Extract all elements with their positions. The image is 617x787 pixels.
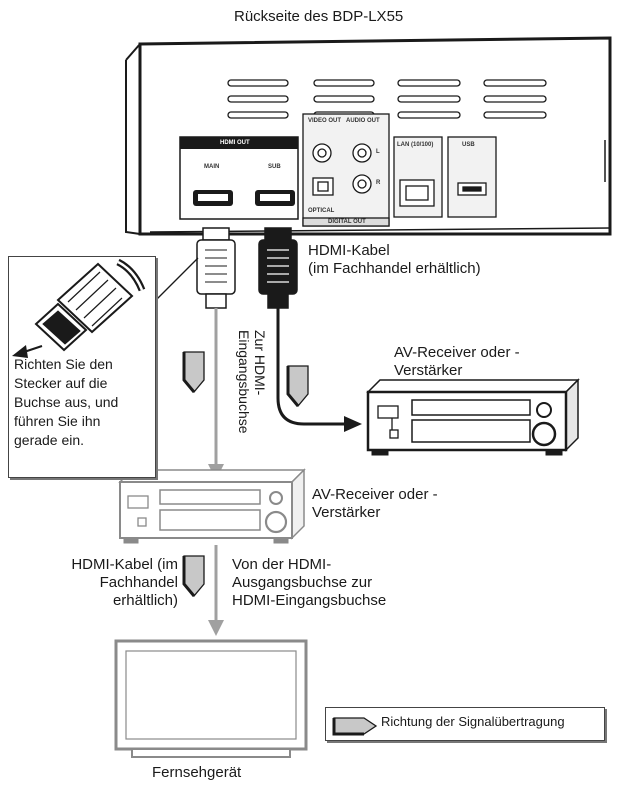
video-out-label: VIDEO OUT xyxy=(308,118,342,124)
von-der-hdmi-label: Von der HDMI- Ausgangsbuchse zur HDMI-Ei… xyxy=(232,556,386,610)
hdmi-cable-left-line-3: erhältlich) xyxy=(112,592,178,609)
callout-text: Richten Sie den Stecker auf die Buchse a… xyxy=(14,355,118,450)
av-receiver-center-label: AV-Receiver oder - Verstärker xyxy=(312,486,438,522)
av-receiver-center-line-2: Verstärker xyxy=(312,504,381,521)
hdmi-cable-left-line-1: HDMI-Kabel (im xyxy=(71,556,178,573)
hdmi-cable-label-line-1: HDMI-Kabel xyxy=(308,242,390,259)
hdmi-cable-left-line-2: Fachhandel xyxy=(99,574,178,591)
av-receiver-center-line-1: AV-Receiver oder - xyxy=(312,486,438,503)
callout-line-5: gerade ein. xyxy=(14,432,85,448)
audio-r-label: R xyxy=(376,180,381,186)
callout-pointer xyxy=(151,257,199,305)
hdmi-cable-sub xyxy=(276,308,348,426)
hdmi-cable-left-label: HDMI-Kabel (im Fachhandel erhältlich) xyxy=(44,556,178,610)
usb-port-block xyxy=(447,136,497,218)
von-der-hdmi-line-1: Von der HDMI- xyxy=(232,556,332,573)
lan-port-block xyxy=(393,136,443,218)
hdmi-cable-tv-arrowhead xyxy=(208,620,224,636)
digital-out-label: DIGITAL OUT xyxy=(328,219,366,225)
callout-line-3: Buchse aus, und xyxy=(14,394,119,410)
hdmi-out-label: HDMI OUT xyxy=(220,140,250,146)
av-receiver-right xyxy=(366,378,580,456)
von-der-hdmi-line-3: HDMI-Eingangsbuchse xyxy=(232,592,387,609)
legend-label: Richtung der Signalübertragung xyxy=(381,714,565,729)
signal-direction-arrow-1 xyxy=(182,351,205,394)
av-out-block xyxy=(302,113,390,227)
hdmi-main-label: MAIN xyxy=(204,164,220,170)
hdmi-plug-sub xyxy=(258,227,298,309)
hdmi-cable-label: HDMI-Kabel (im Fachhandel erhältlich) xyxy=(308,242,481,278)
optical-label: OPTICAL xyxy=(308,208,335,214)
av-receiver-right-label: AV-Receiver oder - Verstärker xyxy=(394,344,520,380)
usb-label: USB xyxy=(462,142,475,148)
audio-out-label: AUDIO OUT xyxy=(346,118,380,124)
hdmi-out-block xyxy=(179,136,299,220)
callout-line-4: führen Sie ihn xyxy=(14,413,101,429)
av-receiver-right-line-1: AV-Receiver oder - xyxy=(394,344,520,361)
hdmi-sub-label: SUB xyxy=(268,164,281,170)
av-receiver-center xyxy=(118,468,306,544)
av-receiver-right-line-2: Verstärker xyxy=(394,362,463,379)
zur-hdmi-line-1: Zur HDMI- xyxy=(252,330,268,396)
von-der-hdmi-line-2: Ausgangsbuchse zur xyxy=(232,574,373,591)
player-back-panel xyxy=(125,36,612,236)
lan-label: LAN (10/100) xyxy=(397,142,434,148)
zur-hdmi-line-2: Eingangsbuchse xyxy=(236,330,252,434)
diagram-title: Rückseite des BDP-LX55 xyxy=(234,8,404,25)
hdmi-cable-label-line-2: (im Fachhandel erhältlich) xyxy=(308,260,481,277)
hdmi-cable-sub-arrowhead xyxy=(344,416,362,432)
zur-hdmi-eingangsbuchse-label: Zur HDMI- Eingangsbuchse xyxy=(236,330,268,434)
television xyxy=(114,639,308,758)
callout-line-2: Stecker auf die xyxy=(14,375,108,391)
tv-label: Fernsehgerät xyxy=(152,764,242,781)
callout-line-1: Richten Sie den xyxy=(14,356,113,372)
hdmi-plug-main xyxy=(196,227,236,309)
signal-direction-arrow-3 xyxy=(182,555,205,598)
audio-l-label: L xyxy=(376,149,380,155)
signal-direction-arrow-2 xyxy=(286,365,309,408)
